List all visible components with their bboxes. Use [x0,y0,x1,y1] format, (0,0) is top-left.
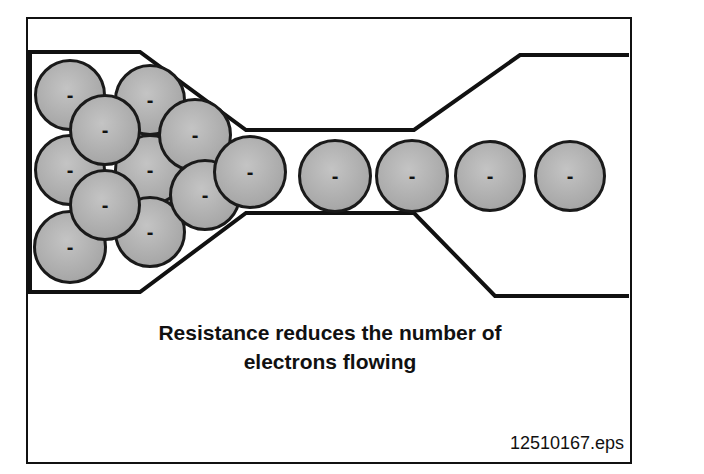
charge-sign: - [567,166,574,186]
charge-sign: - [67,160,74,180]
charge-sign: - [147,222,154,242]
charge-sign: - [102,195,109,215]
charge-sign: - [67,85,74,105]
charge-sign: - [409,166,416,186]
charge-sign: - [192,125,199,145]
electron-circle: - [69,94,141,166]
charge-sign: - [67,237,74,257]
conductor-outline [28,50,32,294]
charge-sign: - [332,166,339,186]
electron-circle: - [298,139,372,213]
charge-sign: - [487,166,494,186]
charge-sign: - [202,185,209,205]
charge-sign: - [147,160,154,180]
charge-sign: - [247,162,254,182]
charge-sign: - [147,90,154,110]
electron-circle: - [534,140,606,212]
electron-circle: - [213,135,287,209]
outer-frame [27,18,631,463]
electron-circle: - [69,169,141,241]
file-reference: 12510167.eps [510,433,624,454]
charge-sign: - [102,120,109,140]
caption-text: Resistance reduces the number of electro… [130,318,530,376]
electron-circle: - [454,140,526,212]
electron-circle: - [375,139,449,213]
